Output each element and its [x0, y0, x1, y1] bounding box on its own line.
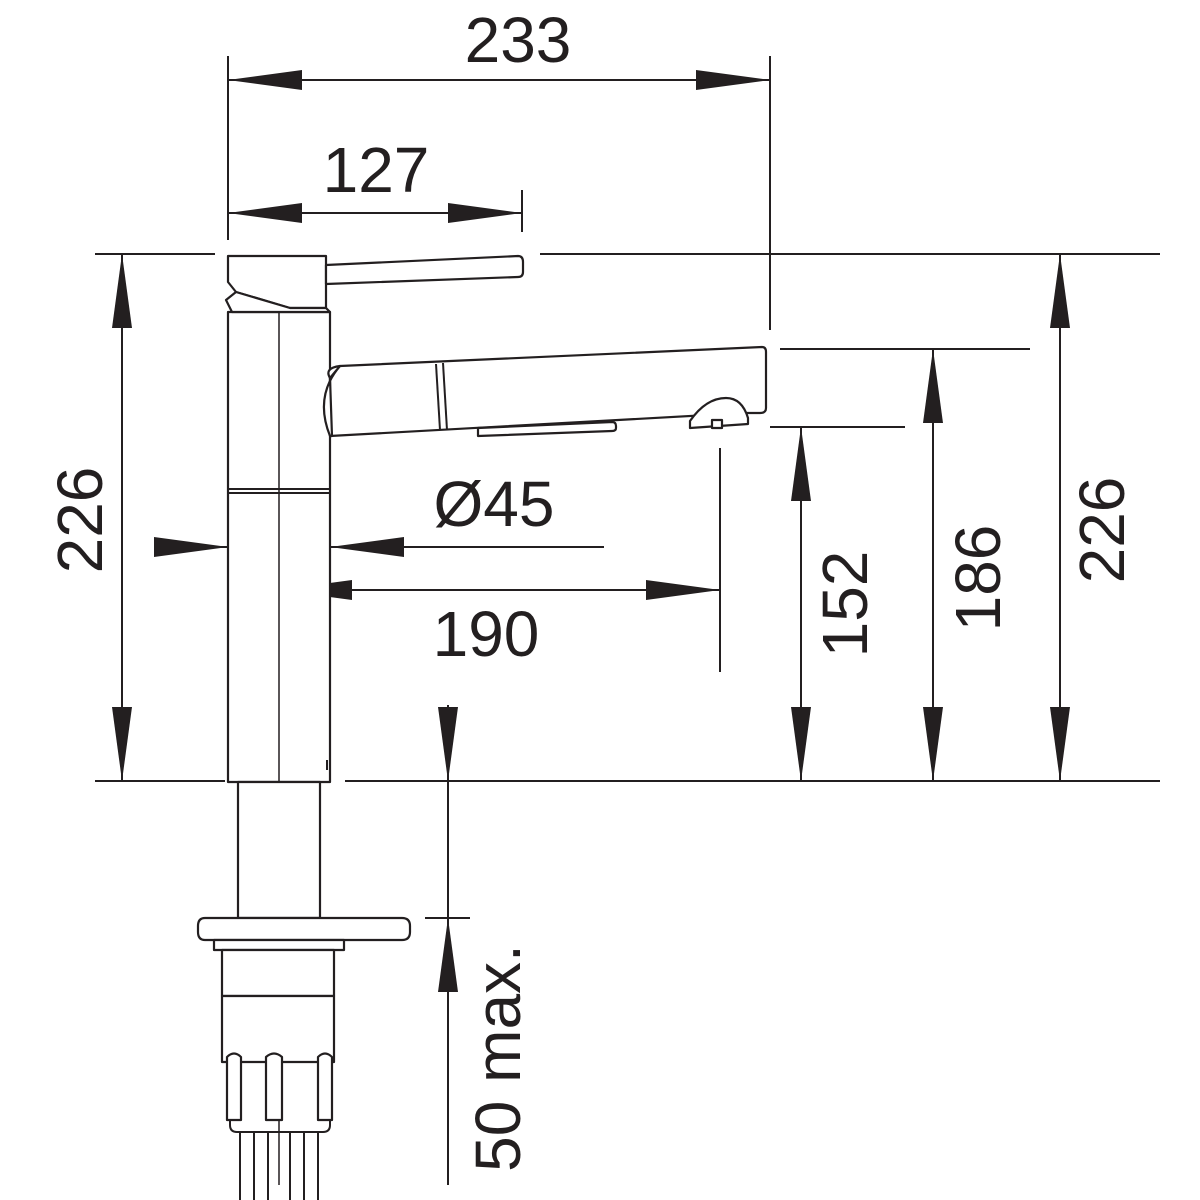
label-max-counter-thickness: 50 max.	[462, 944, 534, 1172]
label-outlet-height: 152	[809, 551, 881, 658]
faucet-handle	[224, 254, 525, 314]
label-overall-width: 233	[465, 4, 572, 76]
label-spout-top-height: 186	[942, 525, 1014, 632]
faucet-body	[226, 285, 332, 1185]
mounting-shank	[236, 780, 322, 920]
label-diameter: Ø45	[434, 468, 555, 540]
supply-hoses	[239, 1132, 319, 1200]
mounting-plate	[196, 916, 412, 952]
label-height-right: 226	[1066, 477, 1138, 584]
dimension-lever-reach	[228, 203, 522, 223]
dimension-outlet-height	[791, 427, 811, 781]
mounting-nut	[220, 948, 336, 1133]
dimension-height-left	[112, 254, 132, 781]
dimension-diameter-arrows	[154, 537, 404, 557]
label-spout-reach: 190	[433, 598, 540, 670]
dimension-counter-thickness	[425, 705, 470, 1185]
dimension-height-right	[1050, 254, 1070, 781]
dimension-spout-reach	[278, 580, 720, 600]
label-height-left: 226	[44, 467, 116, 574]
dimension-overall-width	[228, 70, 770, 90]
dimension-spout-top-height	[923, 349, 943, 781]
label-lever-reach: 127	[323, 134, 430, 206]
faucet-spout	[322, 345, 768, 438]
